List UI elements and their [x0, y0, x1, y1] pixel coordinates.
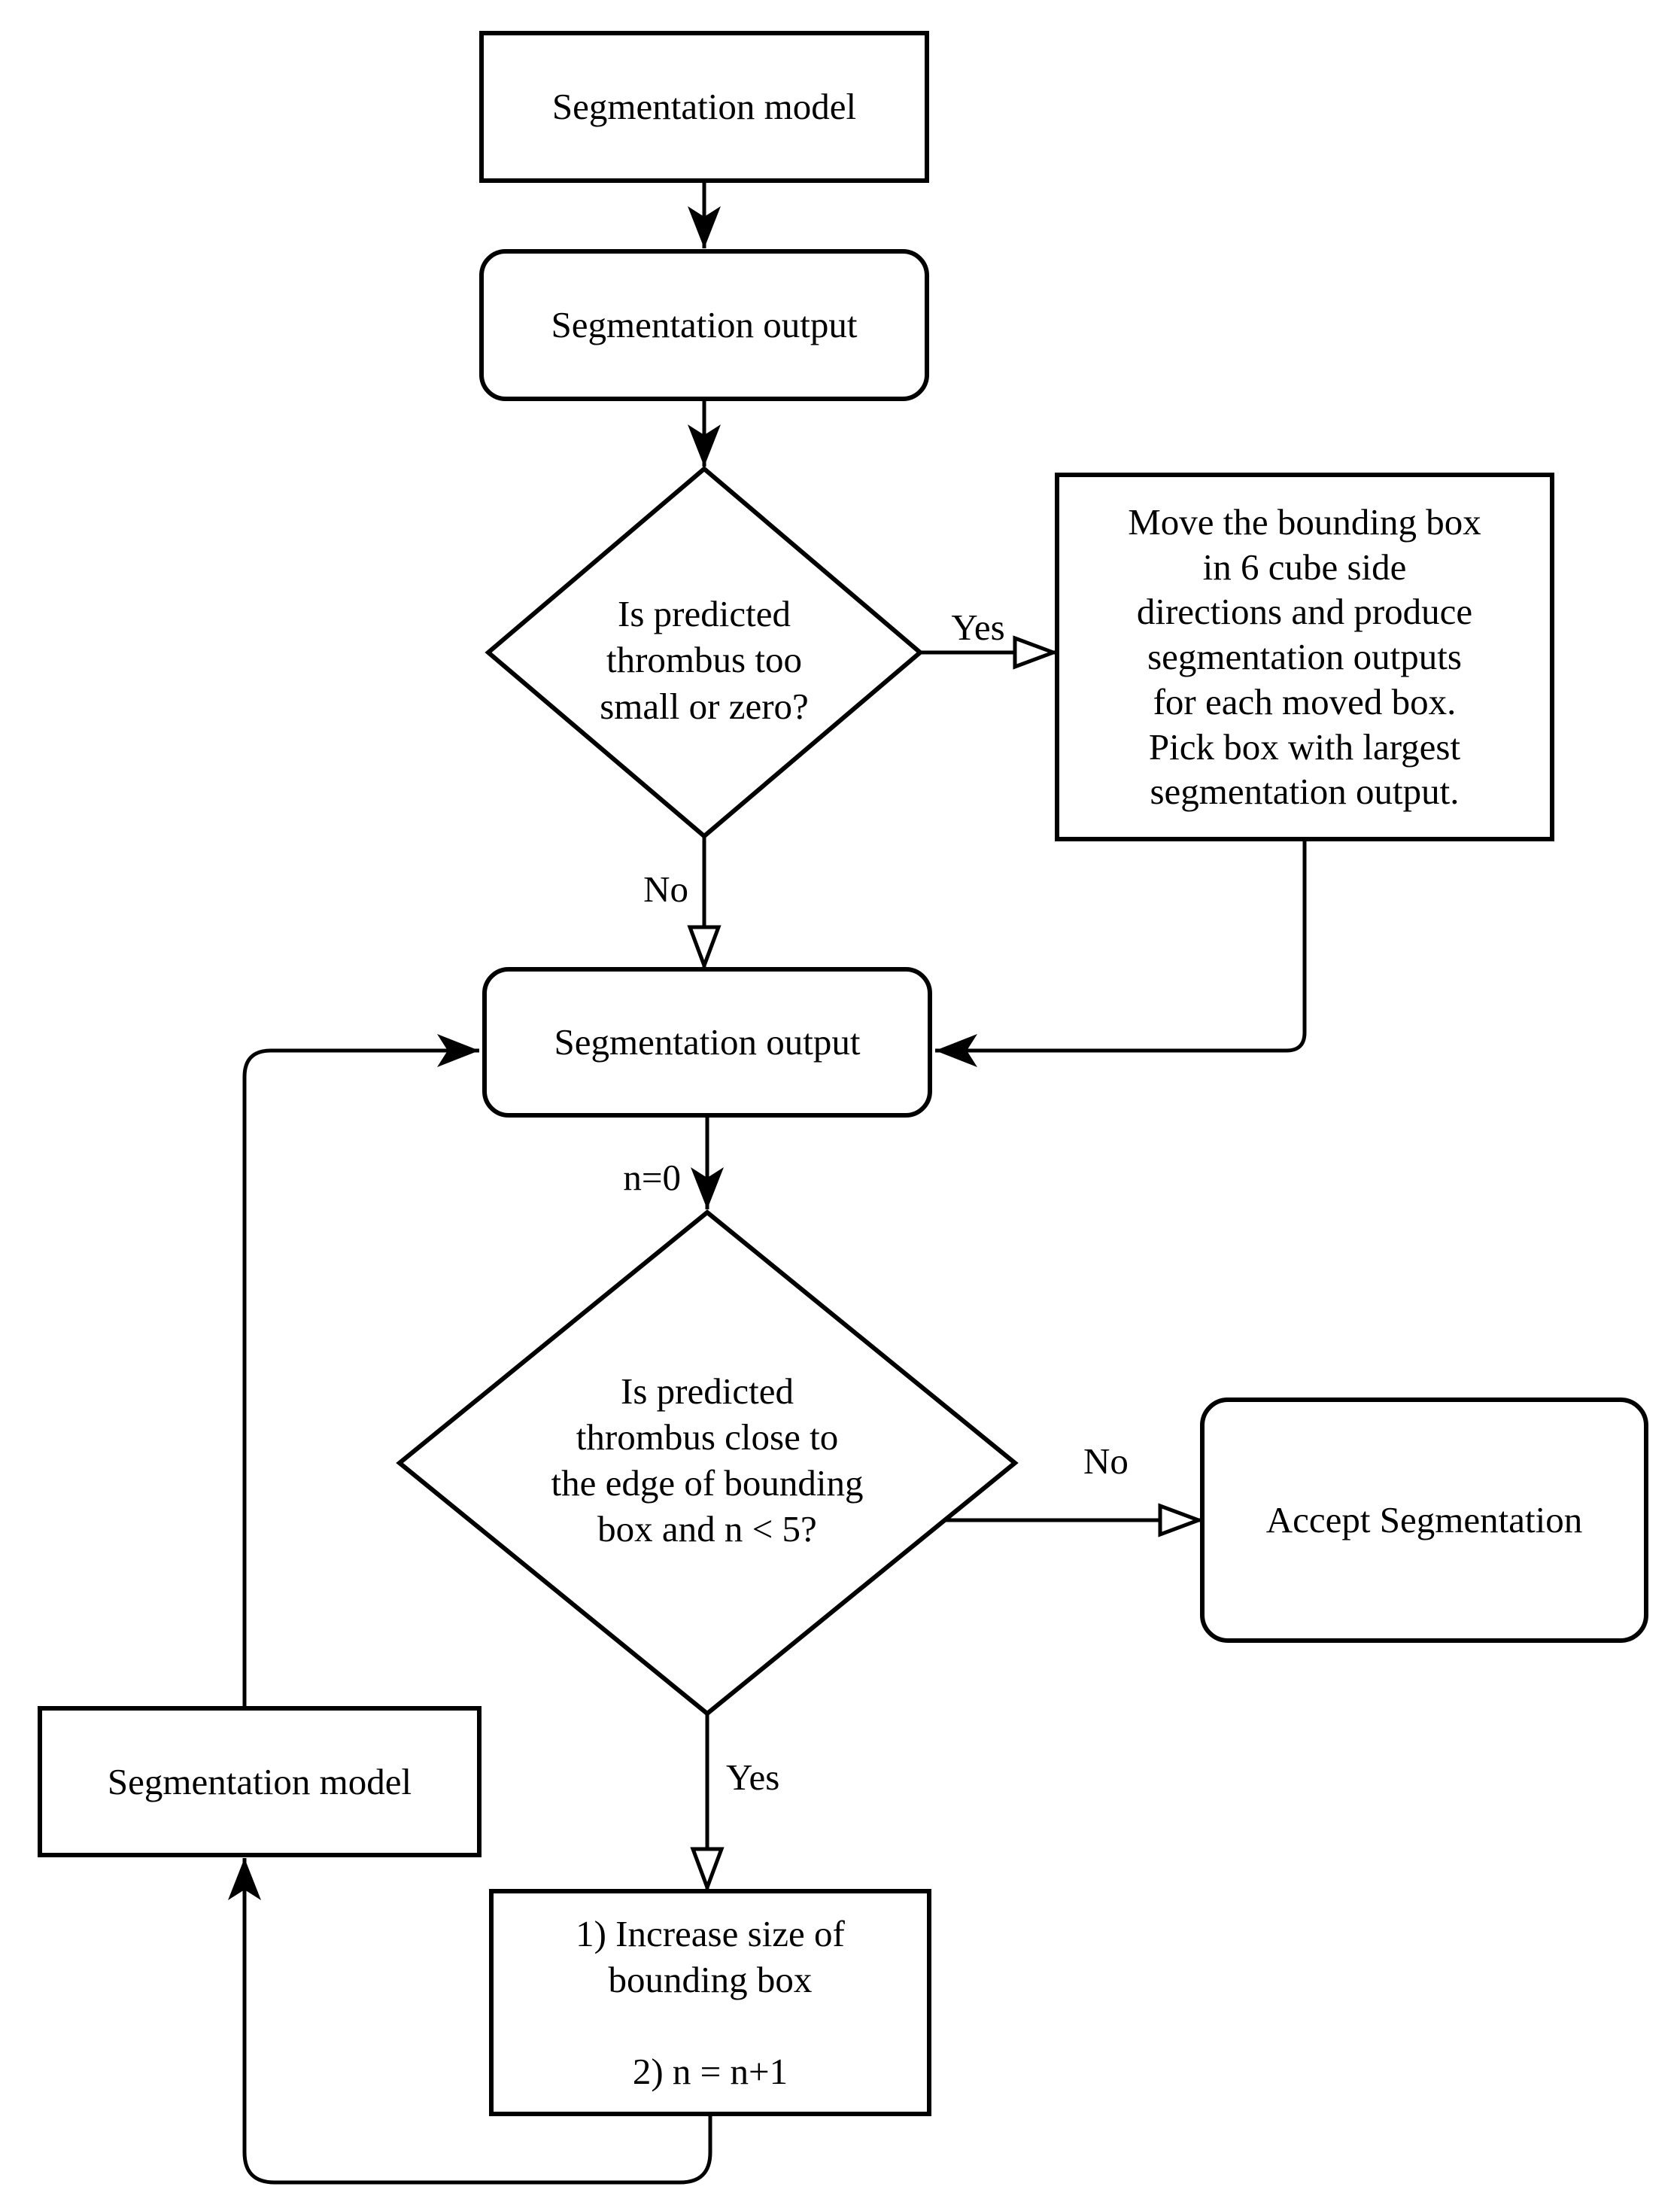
node-label-accept-segmentation: Accept Segmentation	[1265, 1499, 1583, 1541]
process-box-segmentation-model-loop	[38, 1706, 482, 1857]
process-box-segmentation-model-top	[479, 31, 929, 183]
process-box-move-bounding-box	[1055, 473, 1554, 841]
edge-label-yes-too-small: Yes	[951, 607, 1005, 648]
flow-arrow-increase-box-to-model-loop	[228, 1858, 712, 2185]
edge-label-yes-close-edge: Yes	[726, 1756, 780, 1798]
node-label-segmentation-model-loop: Segmentation model	[107, 1760, 412, 1802]
node-label-segmentation-output-mid: Segmentation output	[554, 1021, 861, 1063]
node-label-increase-box: 1) Increase size of bounding box 2) n = …	[576, 1912, 845, 2093]
node-label-decision-too-small: Is predicted thrombus too small or zero?	[600, 593, 809, 727]
flow-arrow-model-loop-to-output-mid	[242, 1034, 479, 1708]
edge-label-no-close-edge: No	[1083, 1440, 1129, 1482]
edge-label-n-init: n=0	[623, 1157, 681, 1198]
edge-label-no-too-small: No	[643, 868, 688, 910]
node-label-move-bounding-box: Move the bounding box in 6 cube side dir…	[1128, 500, 1481, 813]
node-label-decision-close-to-edge: Is predicted thrombus close to the edge …	[551, 1370, 864, 1550]
process-box-increase-box	[489, 1889, 931, 2116]
node-label-segmentation-model-top: Segmentation model	[551, 86, 857, 128]
node-label-segmentation-output-top: Segmentation output	[551, 304, 858, 346]
flow-arrow-move-box-to-output-mid	[935, 839, 1307, 1067]
